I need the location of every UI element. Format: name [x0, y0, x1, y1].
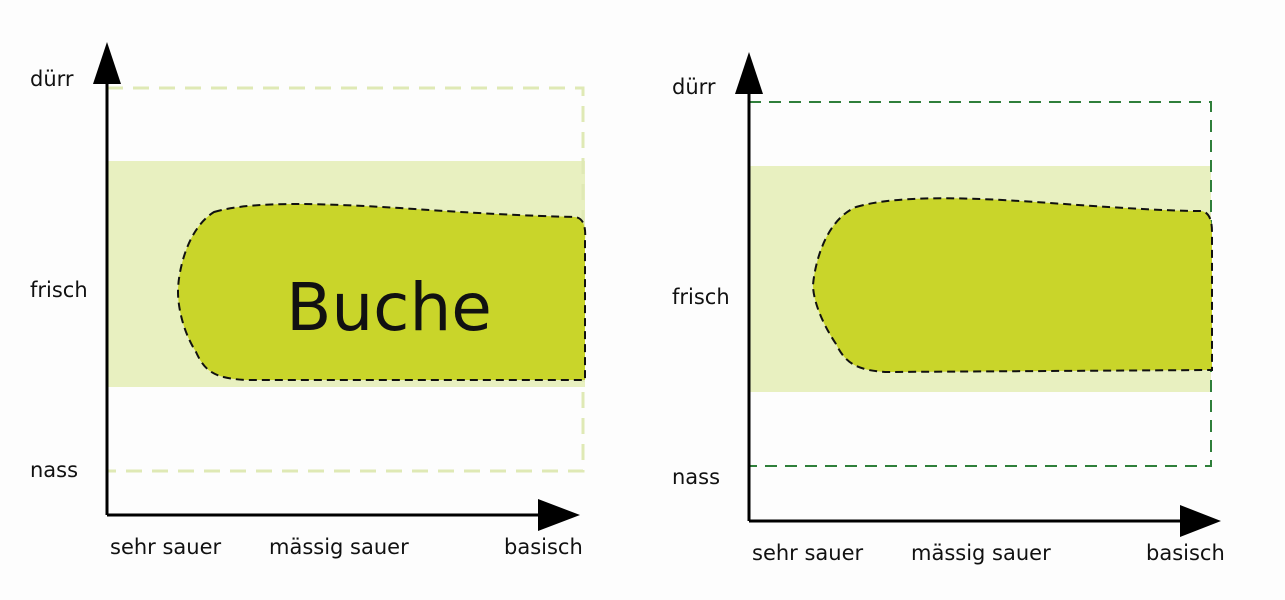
x-axis-arrow-right: [1180, 505, 1221, 537]
ecogram-left: Buche dürr frisch nass sehr sauer mässig…: [30, 42, 587, 559]
y-label-top-right: dürr: [672, 75, 716, 99]
ecogram-right: dürr frisch nass sehr sauer mässig sauer…: [672, 52, 1225, 565]
y-label-bottom-left: nass: [30, 458, 78, 482]
x-label-middle-left: mässig sauer: [269, 535, 409, 559]
y-label-middle-left: frisch: [30, 278, 88, 302]
x-label-middle-right: mässig sauer: [911, 541, 1051, 565]
y-axis-arrow-left: [93, 42, 121, 84]
y-axis-arrow-right: [735, 52, 763, 94]
species-label: Buche: [286, 269, 492, 346]
range-outline-left: [105, 86, 585, 473]
x-label-right-right: basisch: [1146, 541, 1225, 565]
y-label-middle-right: frisch: [672, 285, 730, 309]
x-label-right-left: basisch: [504, 535, 583, 559]
core-area-left: [176, 203, 587, 381]
x-axis-arrow-left: [538, 499, 580, 531]
x-label-left-right: sehr sauer: [752, 541, 864, 565]
x-label-left-left: sehr sauer: [110, 535, 222, 559]
y-label-top-left: dürr: [30, 67, 74, 91]
core-area-right: [811, 197, 1213, 374]
y-label-bottom-right: nass: [672, 465, 720, 489]
